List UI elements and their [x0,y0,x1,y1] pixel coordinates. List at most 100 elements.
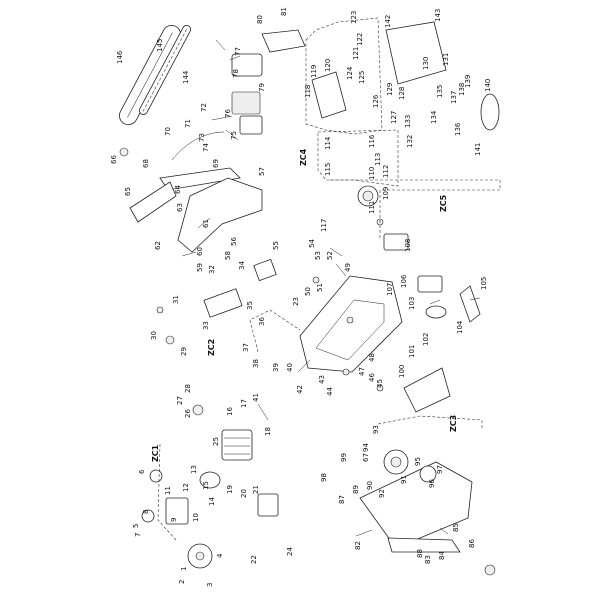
part-label: 15 [202,481,210,490]
part-label: 109 [382,187,390,200]
bearing [149,469,163,483]
part-label: 30 [150,331,158,340]
part-label: 135 [436,85,444,98]
part-label: 45 [376,379,384,388]
part-label: 93 [372,425,380,434]
part-label: 62 [154,241,162,250]
part-label: 99 [340,453,348,462]
part-label: 103 [408,297,416,310]
part-label: 7 [134,533,142,537]
leader-lines [181,39,481,537]
part-label: 68 [142,159,150,168]
part-shapes [119,21,500,576]
part-label: 144 [182,70,190,84]
part-label: 56 [230,237,238,246]
part-label: 3 [206,583,214,587]
part-label: 2 [178,580,186,584]
group-labels: ZC1 ZC2 ZC3 ZC4 ZC5 [151,148,458,462]
part-label: 94 [362,443,370,452]
part-label: 105 [480,277,488,290]
part-label: 119 [310,65,318,78]
part-label: 32 [208,265,216,274]
part-label: 114 [324,136,332,150]
part-label: 104 [456,320,464,334]
part-label: 57 [258,167,266,176]
part-label: 128 [398,87,406,100]
front-handle-bar [171,131,225,161]
part-label: 73 [198,133,206,142]
chain-loop [480,93,500,131]
carburetor [231,91,261,115]
part-label: 145 [156,39,164,52]
part-label: 83 [424,555,432,564]
part-label: 92 [378,489,386,498]
pump-body [417,275,443,293]
part-label: 78 [232,69,240,78]
crankcase [299,275,403,373]
part-label: 10 [192,513,200,522]
part-label: 22 [250,555,258,564]
part-label: 59 [196,263,204,272]
part-label: 38 [252,359,260,368]
part-label: 61 [202,219,210,228]
saw-chain [139,24,191,116]
clutch-hub [362,190,374,202]
part-label: 113 [374,153,382,166]
group-label-zc2: ZC2 [207,339,216,356]
part-label: 1 [180,567,188,571]
part-label: 117 [320,219,328,232]
brake-band [459,285,481,323]
part-label: 18 [264,427,272,436]
part-label: 31 [172,295,180,304]
air-filter [231,53,263,77]
part-label: 4 [216,553,224,558]
part-label: 89 [352,485,360,494]
part-label: 85 [452,523,460,532]
part-label: 34 [238,261,246,270]
starter-cover [359,461,473,549]
part-label: 54 [308,239,316,248]
part-label: 87 [338,495,346,504]
part-label: 35 [246,301,254,310]
part-label: 9 [170,518,178,522]
sprocket-cover [311,71,347,119]
part-label: 5 [132,524,140,528]
part-label: 19 [226,485,234,494]
part-label: 20 [240,489,248,498]
group-label-zc4: ZC4 [299,148,308,166]
part-label: 41 [252,393,260,402]
exhaust-pipe [387,537,461,553]
part-label: 67 [362,453,370,462]
part-label: 63 [176,203,184,212]
part-label: 146 [116,50,124,64]
part-labels: 1 2 3 4 5 6 7 8 9 10 11 12 13 14 15 16 1… [110,7,492,587]
part-label: 36 [258,317,266,326]
part-label: 60 [196,247,204,256]
part-label: 130 [422,57,430,70]
part-label: 112 [382,165,390,178]
group-label-zc5: ZC5 [439,194,448,212]
group-outlines [157,17,501,541]
part-label: 44 [326,387,334,396]
clutch-cover [385,21,447,85]
part-label: 12 [182,483,190,492]
part-label: 39 [272,363,280,372]
part-label: 86 [468,539,476,548]
part-label: 126 [372,94,380,108]
part-label: 11 [164,486,172,495]
part-label: 21 [252,485,260,494]
part-label: 121 [352,47,360,60]
part-label: 28 [184,384,192,393]
part-label: 8 [142,510,150,514]
part-label: 134 [430,110,438,124]
bearing-2 [141,509,155,523]
part-label: 136 [454,122,462,136]
part-label: 84 [438,551,446,560]
part-label: 137 [450,91,458,104]
part-label: 33 [202,321,210,330]
part-label: 79 [258,83,266,92]
tank-plate [253,258,277,282]
part-label: 16 [226,407,234,416]
part-label: 133 [404,115,412,128]
part-label: 142 [384,15,392,28]
